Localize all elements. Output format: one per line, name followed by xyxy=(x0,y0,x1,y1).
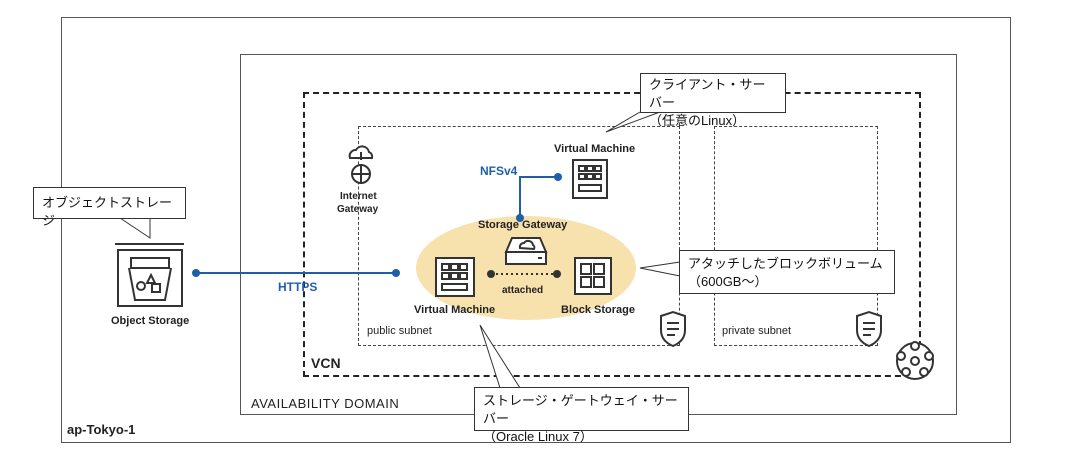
block-callout-pointer xyxy=(639,261,681,277)
internet-gateway-label-1: Internet xyxy=(340,191,377,202)
https-label: HTTPS xyxy=(278,280,318,294)
gateway-callout-pointer xyxy=(479,324,521,389)
internet-gateway-icon xyxy=(348,145,374,184)
client-vm-icon xyxy=(572,159,608,199)
private-security-list-icon xyxy=(856,310,882,348)
https-link-end-left xyxy=(192,269,200,277)
object-storage-callout-text: オブジェクトストレージ xyxy=(42,195,173,228)
private-subnet-label: private subnet xyxy=(722,325,792,337)
client-server-callout: クライアント・サーバー （任意のLinux） xyxy=(640,73,786,128)
gateway-callout-line1: ストレージ・ゲートウェイ・サーバー xyxy=(483,393,678,426)
client-callout-line1: クライアント・サーバー xyxy=(649,77,766,110)
client-vm-label: Virtual Machine xyxy=(554,143,636,155)
gateway-vm-icon xyxy=(435,257,475,297)
block-storage-label: Block Storage xyxy=(561,304,635,316)
block-callout-line1: アタッチしたブロックボリューム xyxy=(688,256,883,271)
nfs-link xyxy=(519,176,558,218)
nfs-link-end-bottom xyxy=(516,214,524,222)
gateway-server-callout: ストレージ・ゲートウェイ・サーバー （Oracle Linux 7） xyxy=(474,387,689,444)
block-callout-line2: （600GB～） xyxy=(688,274,768,289)
object-storage-callout: オブジェクトストレージ xyxy=(33,187,186,228)
nfs-label: NFSv4 xyxy=(480,164,518,178)
public-subnet-label: public subnet xyxy=(367,325,432,337)
vcn-label: VCN xyxy=(311,355,341,371)
public-security-list-icon xyxy=(660,310,686,348)
object-storage-icon xyxy=(115,243,184,307)
https-link-end-right xyxy=(392,269,400,277)
attached-link-end-left xyxy=(487,270,495,278)
internet-gateway-label-2: Gateway xyxy=(337,204,379,215)
nfs-link-end-top xyxy=(554,173,562,181)
gateway-callout-line2: （Oracle Linux 7） xyxy=(483,429,593,444)
private-subnet-box xyxy=(714,126,878,346)
object-storage-label: Object Storage xyxy=(111,315,190,327)
gateway-vm-label: Virtual Machine xyxy=(414,304,496,316)
client-callout-pointer xyxy=(605,111,661,133)
public-subnet-box xyxy=(358,126,680,346)
storage-gateway-icon xyxy=(504,237,548,265)
object-callout-pointer xyxy=(119,217,151,239)
storage-gateway-label: Storage Gateway xyxy=(478,219,568,231)
vcn-icon xyxy=(896,341,934,380)
client-callout-line2: （任意のLinux） xyxy=(649,113,746,128)
region-label: ap-Tokyo-1 xyxy=(67,422,136,437)
region-box xyxy=(61,17,1011,443)
block-storage-icon xyxy=(574,257,612,295)
block-volume-callout: アタッチしたブロックボリューム （600GB～） xyxy=(679,250,895,294)
vcn-box xyxy=(303,92,921,377)
availability-domain-label: AVAILABILITY DOMAIN xyxy=(251,396,400,411)
attached-link-end-right xyxy=(553,270,561,278)
attached-label: attached xyxy=(502,285,544,296)
